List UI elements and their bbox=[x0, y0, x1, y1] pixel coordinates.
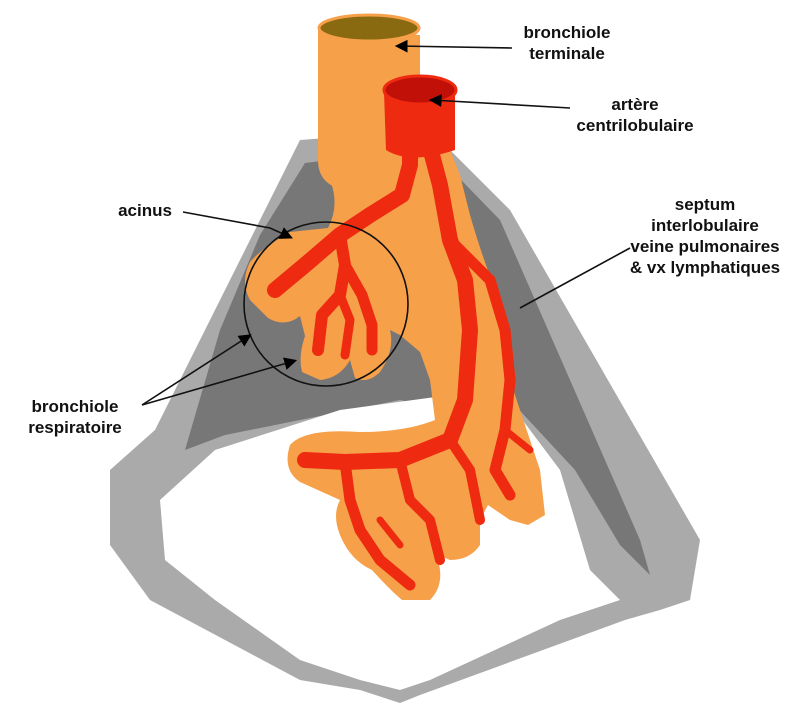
label-septum: septum interlobulaire veine pulmonaires … bbox=[610, 194, 800, 278]
label-bronchiole-terminale: bronchiole terminale bbox=[512, 22, 622, 64]
label-line: terminale bbox=[512, 43, 622, 64]
label-line: centrilobulaire bbox=[570, 115, 700, 136]
bronchiole-lumen bbox=[319, 15, 419, 41]
label-line: septum bbox=[610, 194, 800, 215]
label-line: bronchiole bbox=[10, 396, 140, 417]
label-line: respiratoire bbox=[10, 417, 140, 438]
label-bronchiole-respiratoire: bronchiole respiratoire bbox=[10, 396, 140, 438]
label-line: acinus bbox=[110, 200, 180, 221]
label-artere-centrilobulaire: artère centrilobulaire bbox=[570, 94, 700, 136]
label-line: & vx lymphatiques bbox=[610, 257, 800, 278]
label-line: artère bbox=[570, 94, 700, 115]
label-acinus: acinus bbox=[110, 200, 180, 221]
artere-lumen bbox=[384, 76, 456, 104]
label-line: bronchiole bbox=[512, 22, 622, 43]
label-line: veine pulmonaires bbox=[610, 236, 800, 257]
label-line: interlobulaire bbox=[610, 215, 800, 236]
